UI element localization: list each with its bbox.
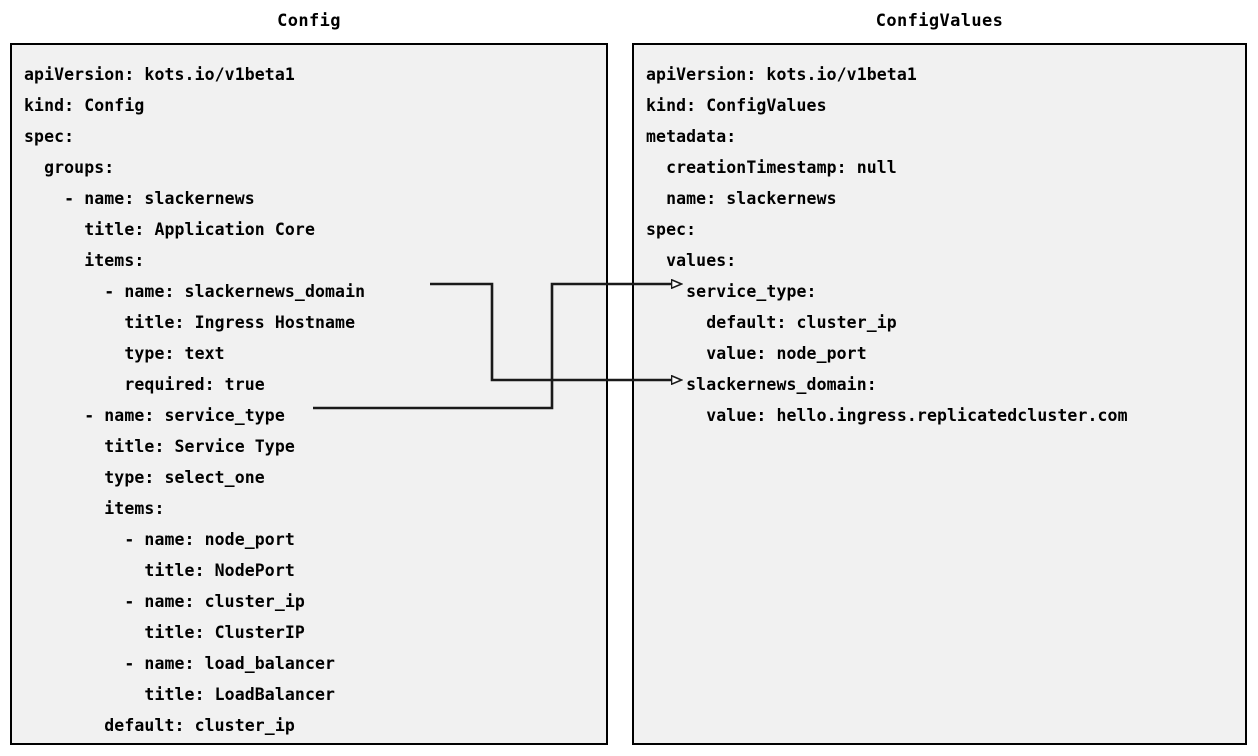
- config-yaml-line: title: LoadBalancer: [24, 685, 336, 704]
- config-yaml-line: title: Ingress Hostname: [24, 313, 356, 332]
- config-yaml-line: items:: [24, 499, 165, 518]
- configvalues-yaml-line: spec:: [646, 220, 697, 239]
- config-yaml-block: apiVersion: kots.io/v1beta1 kind: Config s…: [12, 45, 365, 741]
- config-yaml-line: spec:: [24, 127, 75, 146]
- configvalues-yaml-line: value: node_port: [646, 344, 867, 363]
- config-panel: apiVersion: kots.io/v1beta1 kind: Config s…: [10, 43, 608, 745]
- config-yaml-line: title: Application Core: [24, 220, 315, 239]
- configvalues-yaml-line: slackernews_domain:: [646, 375, 877, 394]
- config-yaml-line: apiVersion: kots.io/v1beta1: [24, 65, 295, 84]
- config-yaml-line: - name: slackernews_domain: [24, 282, 366, 301]
- configvalues-panel: apiVersion: kots.io/v1beta1 kind: ConfigV…: [632, 43, 1247, 745]
- config-yaml-line: - name: load_balancer: [24, 654, 336, 673]
- config-yaml-line: required: true: [24, 375, 265, 394]
- config-yaml-line: title: NodePort: [24, 561, 295, 580]
- configvalues-yaml-block: apiVersion: kots.io/v1beta1 kind: ConfigV…: [634, 45, 1128, 431]
- config-yaml-line: - name: slackernews: [24, 189, 255, 208]
- config-yaml-line: title: Service Type: [24, 437, 295, 456]
- config-yaml-line: items:: [24, 251, 145, 270]
- config-yaml-line: type: select_one: [24, 468, 265, 487]
- config-yaml-line: type: text: [24, 344, 225, 363]
- panel-title-configvalues: ConfigValues: [875, 11, 1004, 31]
- configvalues-yaml-line: values:: [646, 251, 737, 270]
- configvalues-yaml-line: apiVersion: kots.io/v1beta1: [646, 65, 917, 84]
- config-yaml-line: - name: node_port: [24, 530, 295, 549]
- config-yaml-line: kind: Config: [24, 96, 145, 115]
- configvalues-yaml-line: service_type:: [646, 282, 817, 301]
- config-yaml-line: groups:: [24, 158, 115, 177]
- config-yaml-line: - name: cluster_ip: [24, 592, 305, 611]
- config-yaml-line: - name: service_type: [24, 406, 285, 425]
- configvalues-yaml-line: creationTimestamp: null: [646, 158, 897, 177]
- configvalues-yaml-line: value: hello.ingress.replicatedcluster.c…: [646, 406, 1128, 425]
- configvalues-yaml-line: default: cluster_ip: [646, 313, 897, 332]
- configvalues-yaml-line: kind: ConfigValues: [646, 96, 827, 115]
- configvalues-yaml-line: metadata:: [646, 127, 737, 146]
- config-yaml-line: default: cluster_ip: [24, 716, 295, 735]
- configvalues-yaml-line: name: slackernews: [646, 189, 837, 208]
- panel-title-config: Config: [277, 11, 341, 31]
- config-yaml-line: title: ClusterIP: [24, 623, 305, 642]
